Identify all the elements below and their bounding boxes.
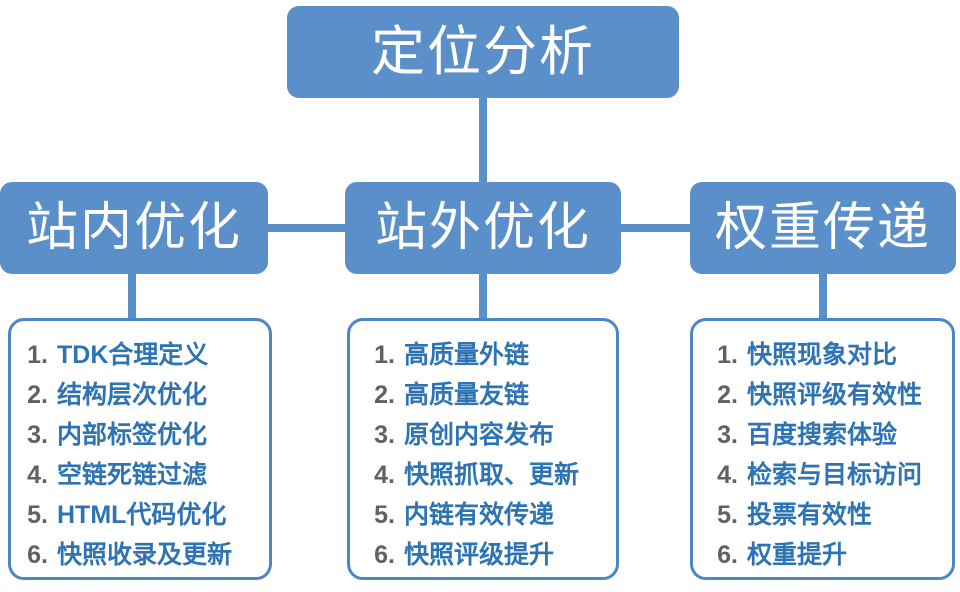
list-item-number: 3. <box>717 421 738 449</box>
list-item-number: 5. <box>374 501 395 529</box>
list-item-number: 6. <box>374 541 395 569</box>
list-item-label: 百度搜索体验 <box>747 421 898 449</box>
node-onsite-label: 站内优化 <box>25 199 242 257</box>
list-item-label: 快照收录及更新 <box>57 541 233 569</box>
list-item-label: 结构层次优化 <box>57 381 208 409</box>
list-item[interactable]: 3. 原创内容发布 <box>350 415 616 455</box>
list-item-number: 2. <box>27 381 48 409</box>
list-item-label: 权重提升 <box>747 541 848 569</box>
list-item-label: 快照评级有效性 <box>747 381 923 409</box>
panel-offsite-optimization: 1. 高质量外链 2. 高质量友链 3. 原创内容发布 4. 快照抓取、更新 5… <box>347 318 619 580</box>
node-offsite-optimization[interactable]: 站外优化 <box>345 182 621 274</box>
connector-weight-to-panel3 <box>819 270 827 322</box>
list-item[interactable]: 3. 内部标签优化 <box>11 415 269 455</box>
list-item[interactable]: 3. 百度搜索体验 <box>693 415 952 455</box>
list-item[interactable]: 1. 高质量外链 <box>350 335 616 375</box>
list-item-label: 快照抓取、更新 <box>404 461 580 489</box>
node-offsite-label: 站外优化 <box>374 199 591 257</box>
list-item[interactable]: 1. 快照现象对比 <box>693 335 952 375</box>
node-weight-label: 权重传递 <box>714 199 931 257</box>
list-item-label: HTML代码优化 <box>57 501 227 529</box>
node-weight-transfer[interactable]: 权重传递 <box>690 182 956 274</box>
list-item[interactable]: 4. 空链死链过滤 <box>11 455 269 495</box>
panel-onsite-optimization: 1. TDK合理定义 2. 结构层次优化 3. 内部标签优化 4. 空链死链过滤… <box>8 318 272 580</box>
list-item[interactable]: 2. 快照评级有效性 <box>693 375 952 415</box>
list-item-number: 4. <box>717 461 738 489</box>
list-item-label: 高质量友链 <box>404 381 530 409</box>
connector-onsite-to-offsite <box>262 224 350 232</box>
list-item[interactable]: 5. 投票有效性 <box>693 495 952 535</box>
list-weight-transfer: 1. 快照现象对比 2. 快照评级有效性 3. 百度搜索体验 4. 检索与目标访… <box>693 335 952 575</box>
connector-offsite-to-panel2 <box>479 270 487 322</box>
list-item-number: 4. <box>374 461 395 489</box>
list-item-label: 快照现象对比 <box>747 341 898 369</box>
list-item-number: 5. <box>27 501 48 529</box>
list-item-number: 1. <box>717 341 738 369</box>
list-item-label: 检索与目标访问 <box>747 461 923 489</box>
list-item[interactable]: 4. 快照抓取、更新 <box>350 455 616 495</box>
list-item[interactable]: 6. 快照收录及更新 <box>11 535 269 575</box>
list-item-label: 快照评级提升 <box>404 541 555 569</box>
list-item-number: 4. <box>27 461 48 489</box>
list-item[interactable]: 5. 内链有效传递 <box>350 495 616 535</box>
connector-offsite-to-weight <box>616 224 694 232</box>
list-item-number: 1. <box>374 341 395 369</box>
list-item[interactable]: 2. 结构层次优化 <box>11 375 269 415</box>
list-item-number: 3. <box>374 421 395 449</box>
list-item-number: 6. <box>27 541 48 569</box>
list-item-number: 1. <box>27 341 48 369</box>
list-item-label: 高质量外链 <box>404 341 530 369</box>
node-onsite-optimization[interactable]: 站内优化 <box>0 182 268 274</box>
list-item-label: 空链死链过滤 <box>57 461 208 489</box>
list-item[interactable]: 2. 高质量友链 <box>350 375 616 415</box>
list-item-label: 投票有效性 <box>747 501 873 529</box>
list-item-label: 内部标签优化 <box>57 421 208 449</box>
list-item[interactable]: 5. HTML代码优化 <box>11 495 269 535</box>
list-item[interactable]: 6. 快照评级提升 <box>350 535 616 575</box>
panel-weight-transfer: 1. 快照现象对比 2. 快照评级有效性 3. 百度搜索体验 4. 检索与目标访… <box>690 318 955 580</box>
list-item[interactable]: 1. TDK合理定义 <box>11 335 269 375</box>
list-item-number: 3. <box>27 421 48 449</box>
list-onsite-optimization: 1. TDK合理定义 2. 结构层次优化 3. 内部标签优化 4. 空链死链过滤… <box>11 335 269 575</box>
list-item[interactable]: 6. 权重提升 <box>693 535 952 575</box>
list-item-number: 2. <box>374 381 395 409</box>
node-root-label: 定位分析 <box>371 22 595 82</box>
list-item-number: 2. <box>717 381 738 409</box>
connector-root-to-offsite <box>479 92 487 186</box>
list-offsite-optimization: 1. 高质量外链 2. 高质量友链 3. 原创内容发布 4. 快照抓取、更新 5… <box>350 335 616 575</box>
node-root[interactable]: 定位分析 <box>287 6 679 98</box>
list-item-number: 6. <box>717 541 738 569</box>
list-item[interactable]: 4. 检索与目标访问 <box>693 455 952 495</box>
list-item-label: 原创内容发布 <box>404 421 555 449</box>
list-item-number: 5. <box>717 501 738 529</box>
list-item-label: TDK合理定义 <box>57 341 209 369</box>
list-item-label: 内链有效传递 <box>404 501 555 529</box>
connector-onsite-to-panel1 <box>128 270 136 322</box>
